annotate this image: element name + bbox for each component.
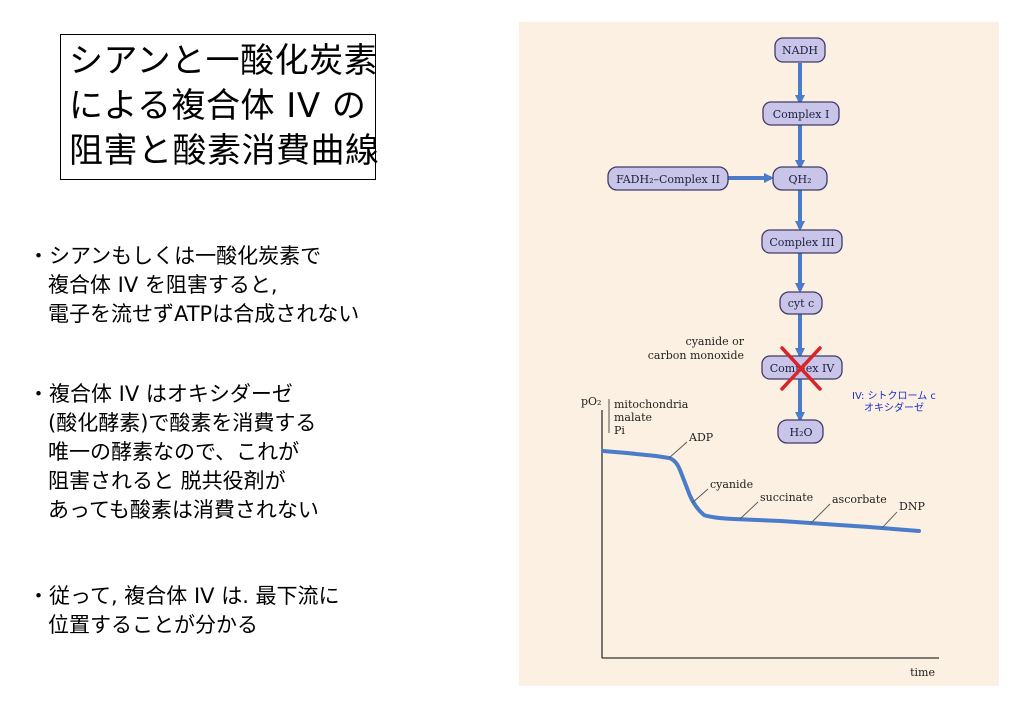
addition-label-succinate: succinate [760, 491, 813, 504]
title-line-1: シアンと一酸化炭素 [69, 41, 379, 81]
complex-4-note-line-1: IV: シトクローム c [852, 390, 936, 402]
bullet-line: 複合体 IV はオキシダーゼ [28, 380, 319, 409]
oxygen-curve [601, 449, 921, 533]
inhibitor-label-line-1: cyanide or [686, 335, 745, 348]
node-complex-1: Complex I [762, 101, 840, 126]
bullet-line: 従って, 複合体 IV は. 最下流に [28, 582, 340, 611]
bullet-line: 唯一の酵素なので、これが [48, 440, 300, 464]
y-axis-label: pO₂ [581, 395, 601, 408]
initial-addition-label: Pi [614, 424, 625, 437]
addition-pointer [881, 511, 898, 529]
node-complex-2: FADH₂–Complex II [607, 166, 729, 191]
node-cytc-label: cyt c [788, 297, 814, 310]
node-h2o: H₂O [777, 419, 824, 444]
node-qh2: QH₂ [772, 166, 828, 191]
node-complex-3-label: Complex III [769, 236, 834, 249]
bullet-line: 電子を流せずATPは合成されない [48, 302, 360, 326]
bullet-line: 複合体 IV を阻害すると, [48, 273, 278, 297]
bullet-cyanide-inhibition: シアンもしくは一酸化炭素で 複合体 IV を阻害すると, 電子を流せずATPは合… [28, 242, 359, 329]
initial-addition-label: malate [614, 411, 652, 424]
bullet-line: 位置することが分かる [48, 613, 258, 637]
bullet-line: 阻害されると 脱共役剤が [48, 469, 286, 493]
addition-label-adp: ADP [688, 431, 714, 444]
x-axis-label: time [910, 666, 935, 679]
inhibitor-label-line-2: carbon monoxide [648, 349, 744, 362]
node-nadh-label: NADH [782, 44, 818, 57]
bullet-line: シアンもしくは一酸化炭素で [28, 242, 359, 271]
node-complex-1-label: Complex I [773, 108, 830, 121]
complex-4-note-line-2: オキシダーゼ [864, 401, 924, 414]
title-line-3: 阻害と酸素消費曲線 [69, 131, 380, 171]
node-nadh: NADH [774, 37, 826, 63]
bullet-oxidase: 複合体 IV はオキシダーゼ (酸化酵素)で酸素を消費する 唯一の酵素なので、こ… [28, 380, 319, 525]
figure-canvas: NADH Complex I FADH₂–Complex II QH₂ Comp… [581, 37, 939, 679]
bullet-conclusion: 従って, 複合体 IV は. 最下流に 位置することが分かる [28, 582, 340, 640]
inhibition-cross-icon [780, 346, 822, 391]
node-h2o-label: H₂O [789, 426, 812, 439]
initial-addition-label: mitochondria [614, 398, 689, 411]
node-qh2-label: QH₂ [788, 173, 811, 186]
addition-pointer [810, 503, 831, 524]
node-complex-3: Complex III [761, 229, 843, 254]
node-cytc: cyt c [779, 291, 823, 315]
flow-arrows [728, 63, 805, 422]
title-line-2: による複合体 IV の [69, 86, 367, 126]
addition-label-cyanide: cyanide [710, 478, 753, 491]
oxygen-consumption-chart: pO₂ time mitochondria malate Pi ADP cyan… [581, 395, 939, 679]
bullet-line: あっても酸素は消費されない [48, 498, 319, 522]
addition-pointer [739, 501, 759, 520]
addition-label-ascorbate: ascorbate [832, 493, 887, 506]
title-box: シアンと一酸化炭素 による複合体 IV の 阻害と酸素消費曲線 [60, 34, 380, 180]
electron-transport-figure: NADH Complex I FADH₂–Complex II QH₂ Comp… [519, 22, 999, 686]
addition-pointer [691, 488, 709, 504]
node-complex-2-label: FADH₂–Complex II [616, 173, 720, 186]
bullet-line: (酸化酵素)で酸素を消費する [48, 411, 317, 435]
addition-pointer [668, 441, 688, 459]
addition-label-dnp: DNP [899, 500, 925, 513]
